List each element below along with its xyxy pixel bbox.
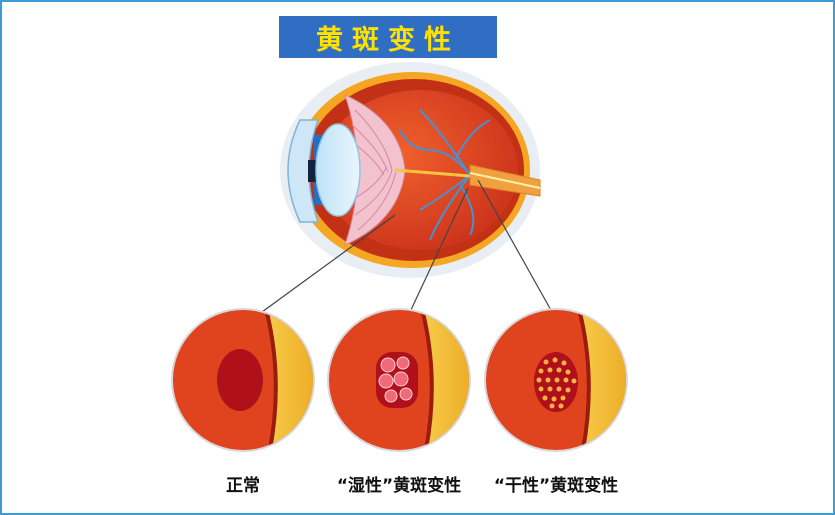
retinal-vessels	[399, 109, 491, 241]
panel-dry	[484, 308, 628, 452]
page-title: 黄斑变性	[316, 24, 460, 56]
pupil	[308, 160, 318, 182]
wet-lesion-blobs	[378, 356, 413, 403]
panel-normal	[171, 308, 315, 452]
cornea	[287, 119, 320, 223]
pointer-line-wet	[409, 187, 469, 313]
dry-drusen-dots	[536, 357, 577, 409]
macula-normal	[217, 349, 263, 411]
sclera-band-wet	[421, 310, 469, 450]
lens	[315, 123, 361, 217]
visual-axis-line	[394, 168, 471, 178]
title-banner: 黄斑变性	[279, 16, 497, 58]
sclera-band-dry	[578, 310, 626, 450]
pointer-line-dry	[477, 179, 553, 313]
eyeball-cross-section	[280, 62, 541, 278]
caption-normal: 正常	[226, 476, 260, 496]
panel-wet	[327, 308, 471, 452]
caption-dry: “干性”黄斑变性	[493, 476, 619, 496]
optic-nerve-highlight	[469, 172, 541, 189]
sclera-band-normal	[265, 310, 313, 450]
caption-wet: “湿性”黄斑变性	[336, 476, 462, 496]
pointer-lines	[261, 179, 553, 313]
pointer-line-normal	[261, 214, 396, 313]
